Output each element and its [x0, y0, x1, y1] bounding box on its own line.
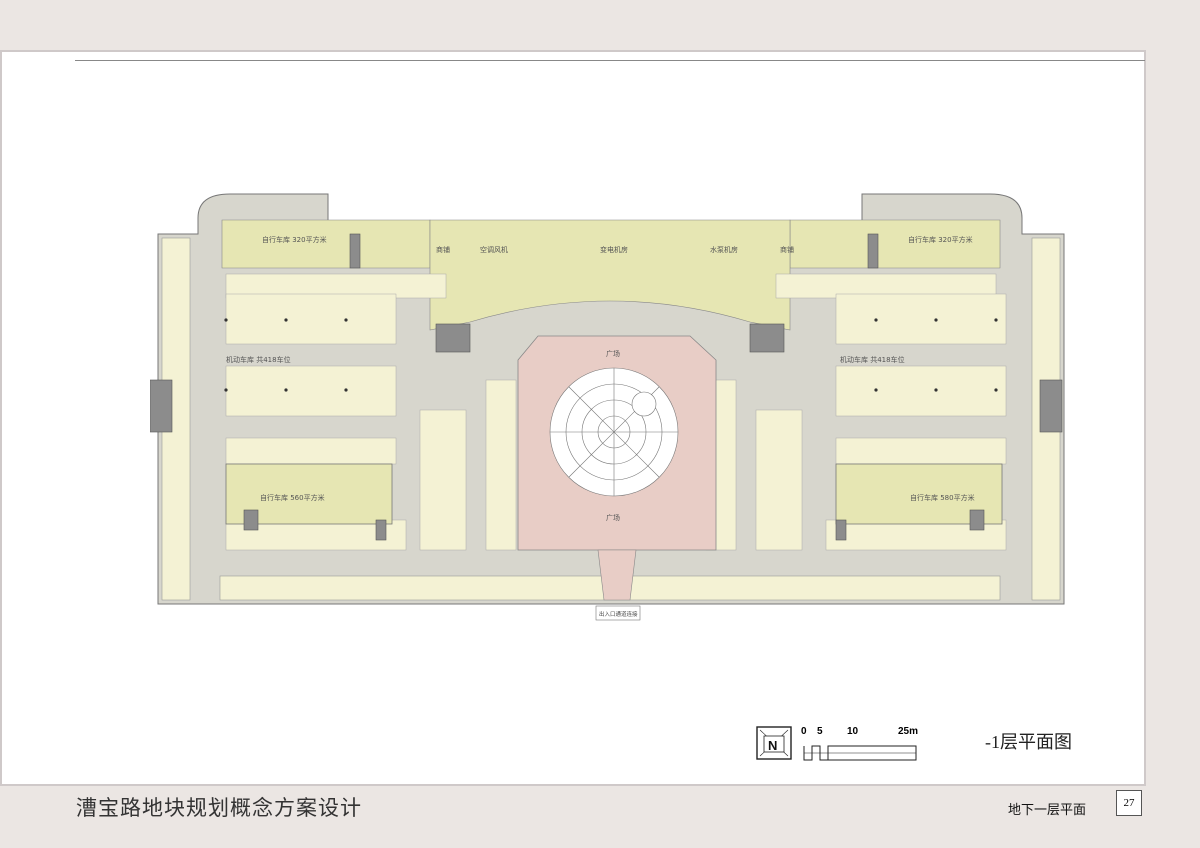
label-shop-mid: 变电机房 — [600, 245, 628, 254]
label-plaza-top: 广场 — [606, 349, 620, 358]
label-shop-mid-left: 空调风机 — [480, 245, 508, 254]
label-plaza-bottom: 广场 — [606, 513, 620, 522]
scale-tick-0: 0 — [801, 726, 807, 737]
label-bike-bottom-right: 自行车库 580平方米 — [910, 493, 975, 502]
scale-tick-5: 5 — [817, 726, 823, 737]
project-title: 漕宝路地块规划概念方案设计 — [76, 796, 362, 820]
structure-columns — [224, 318, 998, 392]
scale-tick-25: 25m — [898, 726, 919, 737]
sheet-subtitle: 地下一层平面 — [1008, 803, 1087, 818]
parking-rows-left — [225, 273, 517, 551]
plan-label: -1层平面图 — [985, 732, 1072, 752]
title-rule — [75, 60, 1145, 61]
label-shop-mid-right: 水泵机房 — [710, 245, 738, 254]
north-arrow: N — [756, 726, 792, 760]
label-shop-right: 商铺 — [780, 245, 794, 254]
north-letter: N — [768, 738, 777, 753]
label-shop-left: 商铺 — [436, 245, 450, 254]
room-band-top-left — [221, 219, 431, 269]
exit-corridor — [597, 549, 637, 601]
label-exit: 出入口通道连接 — [599, 610, 638, 618]
label-car-left: 机动车库 共418车位 — [226, 355, 291, 364]
room-band-top-right — [789, 219, 1001, 269]
floor-plan: 商铺 空调风机 变电机房 水泵机房 商铺 自行车库 320平方米 自行车库 32… — [150, 193, 1065, 621]
circular-atrium — [549, 367, 679, 497]
scale-bar: 0 5 10 25m — [800, 722, 924, 762]
label-bike-top-right: 自行车库 320平方米 — [908, 235, 973, 244]
scale-tick-10: 10 — [847, 726, 859, 737]
shops-arc — [429, 219, 791, 331]
label-car-right: 机动车库 共418车位 — [840, 355, 905, 364]
stair-cores — [150, 233, 1063, 541]
label-bike-top-left: 自行车库 320平方米 — [262, 235, 327, 244]
page-number: 27 — [1116, 790, 1142, 816]
label-bike-bottom-left: 自行车库 560平方米 — [260, 493, 325, 502]
